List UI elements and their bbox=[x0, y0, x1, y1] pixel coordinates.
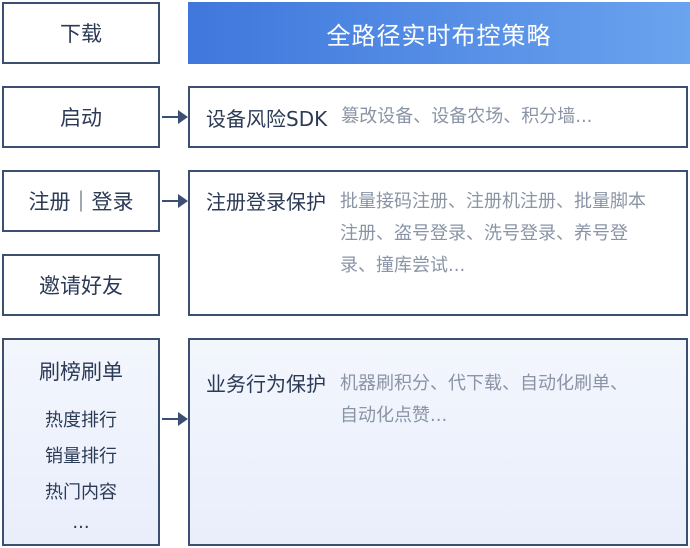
ranking-item-hot: 热度排行 bbox=[45, 410, 117, 431]
panel-account-protection: 注册登录保护 批量接码注册、注册机注册、批量脚本注册、盗号登录、洗号登录、养号登… bbox=[188, 170, 688, 316]
stage-download: 下载 bbox=[2, 2, 160, 64]
strategy-header: 全路径实时布控策略 bbox=[188, 2, 690, 64]
stage-ranking-title: 刷榜刷单 bbox=[39, 360, 123, 384]
arrow-launch bbox=[162, 110, 188, 124]
ranking-item-sales: 销量排行 bbox=[45, 446, 117, 467]
stage-download-label: 下载 bbox=[60, 22, 102, 46]
panel-device-risk-desc: 篡改设备、设备农场、积分墙... bbox=[341, 106, 593, 127]
stage-ranking: 刷榜刷单 热度排行 销量排行 热门内容 ... bbox=[2, 338, 160, 546]
panel-business-protection-title: 业务行为保护 bbox=[206, 372, 326, 396]
ranking-item-content: 热门内容 bbox=[45, 482, 117, 503]
panel-account-protection-title: 注册登录保护 bbox=[206, 190, 326, 214]
ranking-item-more: ... bbox=[72, 512, 90, 533]
stage-invite: 邀请好友 bbox=[2, 254, 160, 316]
panel-business-protection: 业务行为保护 机器刷积分、代下载、自动化刷单、自动化点赞... bbox=[188, 338, 688, 546]
arrow-ranking bbox=[162, 412, 188, 426]
panel-device-risk: 设备风险SDK 篡改设备、设备农场、积分墙... bbox=[188, 86, 688, 148]
stage-launch: 启动 bbox=[2, 86, 160, 148]
stage-register-login-label: 注册｜登录 bbox=[28, 190, 134, 214]
stage-launch-label: 启动 bbox=[60, 106, 102, 130]
panel-account-protection-desc: 批量接码注册、注册机注册、批量脚本注册、盗号登录、洗号登录、养号登录、撞库尝试.… bbox=[340, 191, 646, 276]
stage-register-login: 注册｜登录 bbox=[2, 170, 160, 232]
panel-business-protection-desc: 机器刷积分、代下载、自动化刷单、自动化点赞... bbox=[340, 373, 628, 426]
stage-invite-label: 邀请好友 bbox=[39, 274, 123, 298]
panel-device-risk-title: 设备风险SDK bbox=[206, 106, 328, 131]
arrow-register bbox=[162, 194, 188, 208]
strategy-header-label: 全路径实时布控策略 bbox=[326, 21, 552, 50]
